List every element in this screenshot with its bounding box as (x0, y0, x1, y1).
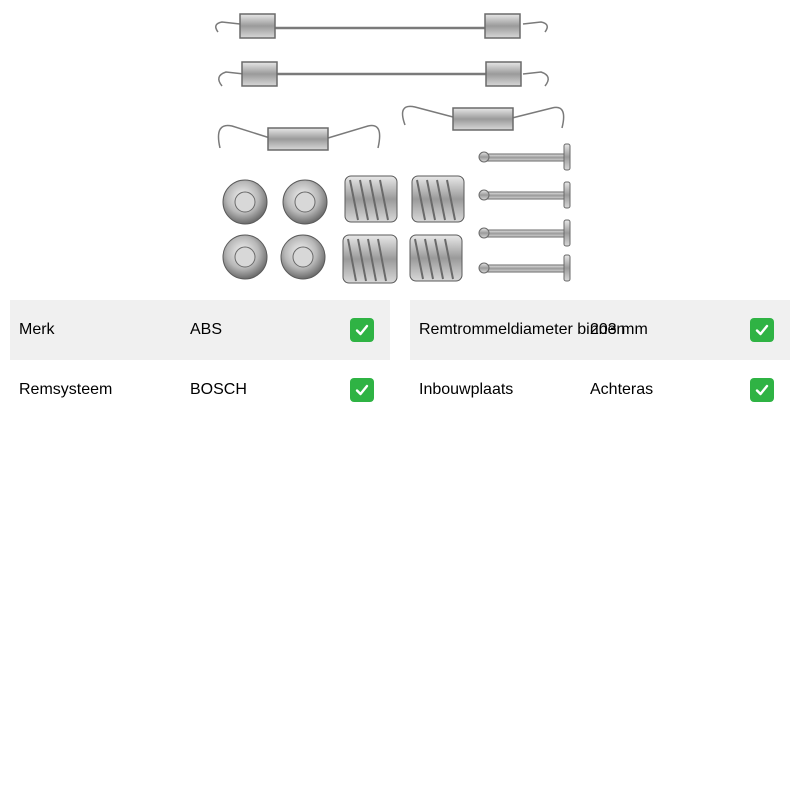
coil-spring-icon (347, 179, 456, 282)
spec-value: 203 mm (590, 321, 648, 338)
washer-icon (222, 179, 328, 280)
long-spring-icon (215, 13, 548, 39)
check-icon (750, 318, 774, 342)
spec-row-remtrommeldiameter: Remtrommeldiameter binnen 203 mm (410, 300, 790, 360)
spec-label: Inbouwplaats (419, 381, 514, 398)
spec-value: ABS (190, 321, 223, 338)
medium-spring-icon (401, 105, 565, 131)
specs-table: Merk ABS Remtrommeldiameter binnen 203 m… (10, 300, 790, 420)
spec-value: Achteras (590, 381, 654, 398)
spec-label: Remtrommeldiameter binnen (419, 321, 626, 338)
spec-label: Merk (19, 321, 55, 338)
check-icon (350, 378, 374, 402)
spec-row-merk: Merk ABS (10, 300, 390, 360)
spec-value: BOSCH (190, 381, 247, 398)
check-icon (750, 378, 774, 402)
brake-shoe-accessory-kit-icon (215, 13, 571, 284)
check-icon (350, 318, 374, 342)
spec-row-remsysteem: Remsysteem BOSCH (10, 360, 390, 420)
spec-label: Remsysteem (19, 381, 113, 398)
long-spring-icon (218, 61, 549, 87)
coil-spring-icon (342, 175, 465, 284)
medium-spring-icon (217, 124, 381, 151)
retaining-pin-icon (478, 143, 571, 282)
spec-row-inbouwplaats: Inbouwplaats Achteras (410, 360, 790, 420)
